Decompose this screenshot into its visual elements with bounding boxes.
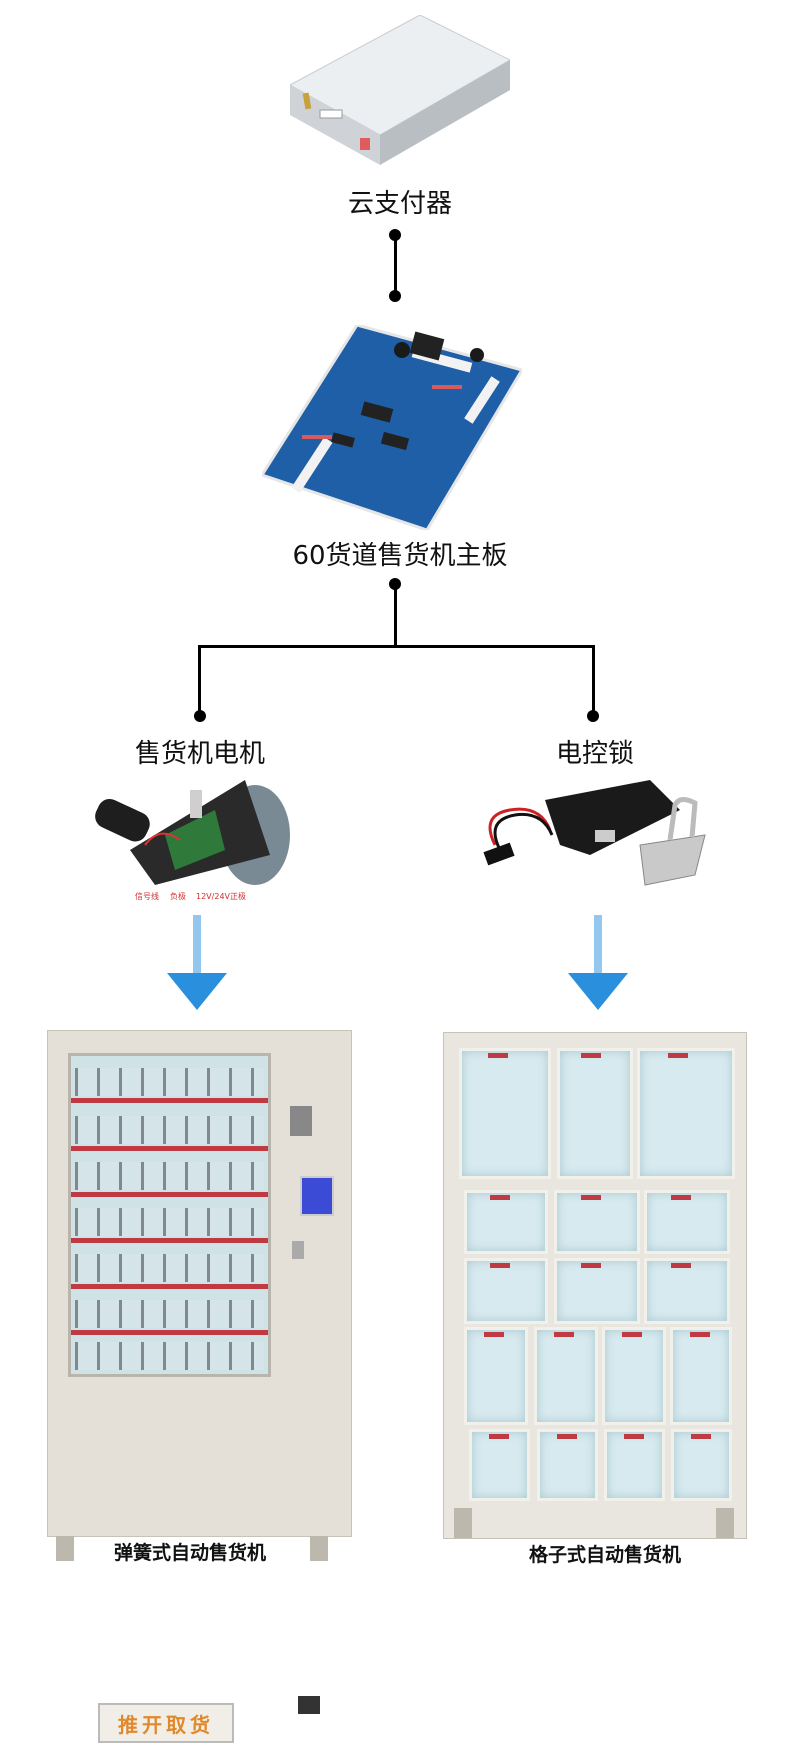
main-board-image xyxy=(262,325,522,530)
cloud-payment-device-image xyxy=(290,15,510,165)
push-to-take-label: 推开取货 xyxy=(118,1713,214,1737)
push-to-take-panel: 推开取货 xyxy=(98,1703,234,1743)
connector-line-horizontal xyxy=(198,645,595,648)
connector-line xyxy=(198,645,201,713)
lock-label: 电控锁 xyxy=(555,739,634,769)
electric-lock-image xyxy=(483,780,706,886)
main-board-label: 60货道售货机主板 xyxy=(292,541,508,571)
spring-machine-label: 弹簧式自动售货机 xyxy=(113,1542,266,1564)
cloud-payment-label: 云支付器 xyxy=(347,189,452,219)
motor-positive-wire-label: 12V/24V正极 xyxy=(196,892,246,901)
connector-line xyxy=(394,584,397,647)
spring-vending-machine-image: 推开取货 xyxy=(47,1030,352,1743)
down-arrow-icon xyxy=(568,915,628,1010)
motor-label: 售货机电机 xyxy=(134,739,265,769)
connector-dot xyxy=(194,710,206,722)
vending-machine-control-panel xyxy=(280,1096,340,1366)
connector-dot xyxy=(389,290,401,302)
connector-dot xyxy=(587,710,599,722)
motor-signal-wire-label: 信号线 xyxy=(135,892,159,901)
connector-line xyxy=(592,645,595,713)
connector-line xyxy=(394,235,397,295)
motor-negative-wire-label: 负极 xyxy=(170,892,186,901)
vending-machine-window xyxy=(68,1053,271,1377)
grid-vending-machine-image xyxy=(443,1032,747,1539)
grid-machine-label: 格子式自动售货机 xyxy=(528,1544,681,1566)
down-arrow-icon xyxy=(167,915,227,1010)
vending-motor-image xyxy=(95,780,290,885)
